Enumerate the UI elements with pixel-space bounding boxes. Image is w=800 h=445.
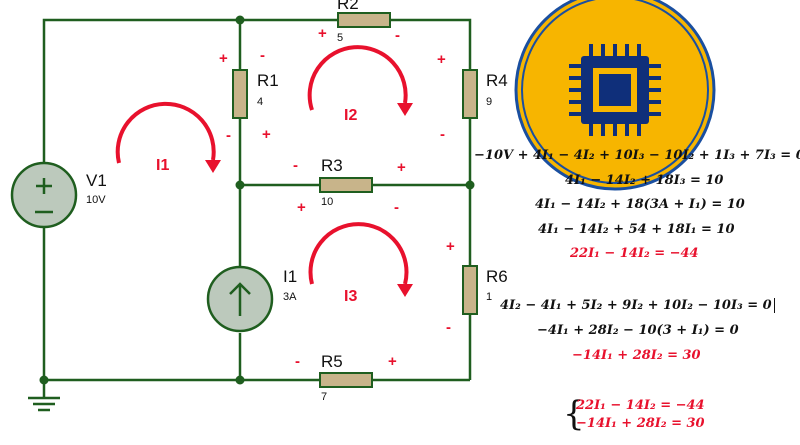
system-brace: { <box>563 394 585 434</box>
loop-arrow-1: I1 <box>115 101 221 174</box>
i1-value: 3A <box>283 291 297 303</box>
r1-label: R1 <box>257 71 279 90</box>
r4-label: R4 <box>486 71 508 90</box>
r1-value: 4 <box>257 96 263 108</box>
current-source-i1: I1 3A <box>206 265 297 333</box>
r6-label: R6 <box>486 267 508 286</box>
chip-logo <box>514 0 716 191</box>
mesh2-result: −14I₁ + 28I₂ = 30 <box>572 348 701 363</box>
system-equation-1: 22I₁ − 14I₂ = −44 <box>576 398 705 413</box>
r4-minus-sign: - <box>440 126 445 143</box>
voltage-source-v1: V1 10V <box>10 161 107 229</box>
r3-minus-sign-low: - <box>394 199 399 216</box>
mesh1-equation-1: −10V + 4I₁ − 4I₂ + 10I₃ − 10I₂ + 1I₃ + 7… <box>474 148 800 163</box>
mesh2-equation-2: −4I₁ + 28I₂ − 10(3 + I₁) = 0 <box>537 323 739 338</box>
resistor-r6: R6 1 <box>462 265 508 315</box>
resistor-r5: R5 7 <box>319 352 373 403</box>
r5-value: 7 <box>321 391 327 403</box>
v1-value: 10V <box>86 194 106 206</box>
loop-label-3: I3 <box>344 288 357 305</box>
mesh1-equation-3: 4I₁ − 14I₂ + 18(3A + I₁) = 10 <box>535 197 745 212</box>
r6-plus-sign: + <box>446 238 455 255</box>
r1-plus-sign: + <box>219 50 228 67</box>
r3-label: R3 <box>321 156 343 175</box>
loop-arrow-3: I3 <box>308 222 413 305</box>
chip-icon <box>569 44 661 136</box>
r6-minus-sign: - <box>446 319 451 336</box>
resistor-r2: R2 5 <box>337 0 391 44</box>
mesh1-result: 22I₁ − 14I₂ = −44 <box>570 246 699 261</box>
system-equation-2: −14I₁ + 28I₂ = 30 <box>576 416 705 431</box>
r5-label: R5 <box>321 352 343 371</box>
r3-plus-sign-low: + <box>297 199 306 216</box>
v1-label: V1 <box>86 171 107 190</box>
r2-minus-sign: - <box>395 27 400 44</box>
r1-plus-sign-low: + <box>262 126 271 143</box>
r4-plus-sign: + <box>437 51 446 68</box>
loop-label-2: I2 <box>344 107 357 124</box>
i1-label: I1 <box>283 267 297 286</box>
polarity-signs: + - - + + - + - - + + - + - - + <box>219 25 455 370</box>
r3-value: 10 <box>321 196 333 208</box>
r5-minus-sign: - <box>295 353 300 370</box>
r6-value: 1 <box>486 291 492 303</box>
resistor-r1: R1 4 <box>232 69 279 119</box>
mesh1-equation-4: 4I₁ − 14I₂ + 54 + 18I₁ = 10 <box>538 222 735 237</box>
r5-plus-sign: + <box>388 353 397 370</box>
r2-value: 5 <box>337 32 343 44</box>
r3-minus-sign: - <box>293 157 298 174</box>
mesh1-equation-2: 4I₁ − 14I₂ + 18I₃ = 10 <box>565 173 724 188</box>
mesh2-equation-1: 4I₂ − 4I₁ + 5I₂ + 9I₂ + 10I₂ − 10I₃ = 0 <box>500 298 775 313</box>
resistor-r3: R3 10 <box>319 156 373 208</box>
resistor-r4: R4 9 <box>462 69 508 119</box>
r3-plus-sign: + <box>397 159 406 176</box>
r2-plus-sign: + <box>318 25 327 42</box>
junctions <box>39 15 475 385</box>
loop-label-1: I1 <box>156 157 169 174</box>
ground-symbol <box>28 396 60 412</box>
loop-arrow-2: I2 <box>307 45 413 124</box>
r2-label: R2 <box>337 0 359 13</box>
r4-value: 9 <box>486 96 492 108</box>
r1-minus-sign-low: - <box>226 127 231 144</box>
r1-minus-sign: - <box>260 47 265 64</box>
